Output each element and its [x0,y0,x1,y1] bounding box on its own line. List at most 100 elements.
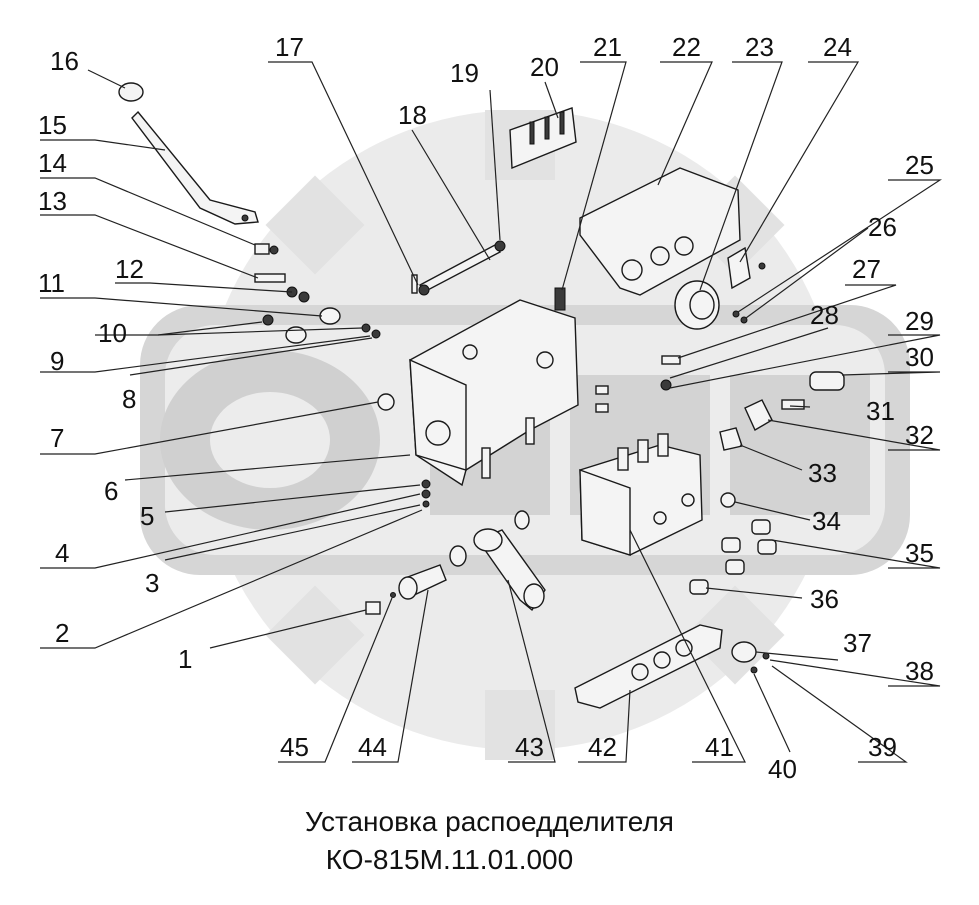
leader-11 [40,297,323,317]
nut-3 [422,500,430,508]
leader-20 [544,81,559,119]
bushing-11 [319,307,341,325]
fitting-36 [689,579,709,595]
boot-bracket [674,246,766,330]
leader-9 [40,335,371,373]
bolt-13 [254,273,286,283]
leader-39 [771,665,908,763]
washer-40 [750,666,758,674]
callout-6: 6 [104,476,118,506]
washer-4 [421,489,431,499]
leader-13 [40,214,259,279]
port-b [681,493,695,507]
plate-20-slot-c [559,111,565,135]
bolt-14 [254,243,270,255]
plug-7 [377,393,395,411]
lever-pin [241,214,249,222]
leader-7 [40,401,379,455]
washer-19 [494,240,506,252]
callout-3: 3 [145,568,159,598]
leader-22 [657,61,713,186]
callout-43: 43 [515,732,544,762]
leader-45 [278,597,393,763]
cover-42-hole-a [631,663,649,681]
leader-21 [561,61,627,291]
leader-2 [40,509,423,649]
spool-c [657,433,669,457]
leader-14 [40,177,256,246]
callout-20: 20 [530,52,559,82]
nut-9 [361,323,371,333]
leader-29 [669,334,941,389]
lever-15 [131,110,259,225]
fitting-30 [809,371,845,391]
leader-37 [755,651,839,661]
callout-22: 22 [672,32,701,62]
callout-42: 42 [588,732,617,762]
boot-23-inner [689,290,715,320]
caption-drawing-number: КО-815М.11.01.000 [325,844,574,875]
plate-20-slot-b [544,116,550,140]
bolt-31 [781,399,805,410]
callout-15: 15 [38,110,67,140]
port-a [653,511,667,525]
washer-10 [262,314,274,326]
leader-3 [164,504,421,561]
callout-34: 34 [812,506,841,536]
callout-39: 39 [868,732,897,762]
leader-40 [753,673,791,753]
rod-group [411,240,506,296]
washer-45 [390,592,396,598]
callout-7: 7 [50,423,64,453]
callout-40: 40 [768,754,797,784]
screw-1 [365,601,381,615]
callout-41: 41 [705,732,734,762]
leader-25 [737,179,943,313]
leader-4 [40,493,421,569]
callout-14: 14 [38,148,67,178]
washer-8 [371,329,381,339]
callout-31: 31 [866,396,895,426]
callout-16: 16 [50,46,79,76]
leader-36 [705,587,803,599]
caption-title: Установка распоедделителя [305,806,674,837]
bolt-frame-c [595,385,609,395]
bolt-44-head [398,576,418,600]
leader-lines [40,61,943,763]
leader-19 [489,89,501,241]
callout-35: 35 [905,538,934,568]
washer-25 [732,310,740,318]
leader-28 [669,327,829,379]
callout-32: 32 [905,420,934,450]
bolt-28 [661,355,681,365]
callout-38: 38 [905,656,934,686]
leader-5 [164,484,421,513]
bolt-frame-b [525,417,535,445]
callout-10: 10 [98,318,127,348]
spool-a [617,447,629,471]
crank-43-pin [523,583,545,609]
bracket-24 [727,246,751,290]
leader-6 [124,454,411,481]
callout-19: 19 [450,58,479,88]
leader-33 [739,444,803,471]
frame-6-side [409,358,467,471]
pin-21 [554,287,566,311]
callout-23: 23 [745,32,774,62]
plug-37 [731,641,757,663]
leader-31 [789,405,811,408]
leader-1 [209,609,367,649]
cover-22-hole-c [674,236,694,256]
ring-43 [449,545,467,567]
frame-6-hole [425,420,451,446]
watermark [140,110,910,760]
callout-28: 28 [810,300,839,330]
bolt-24 [758,262,766,270]
leader-17 [268,61,419,286]
callout-26: 26 [868,212,897,242]
callout-27: 27 [852,254,881,284]
screw-5 [421,479,431,489]
leader-8 [129,337,373,376]
